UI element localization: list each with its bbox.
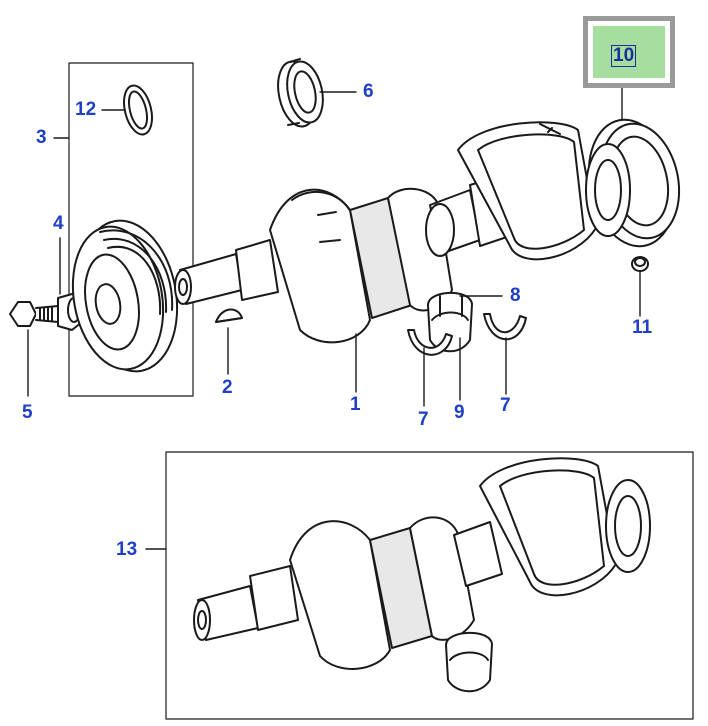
callout-13[interactable]: 13	[116, 539, 138, 560]
thrust-washer-part-right[interactable]	[483, 313, 527, 341]
callout-8[interactable]: 8	[510, 285, 521, 306]
pulley-group-frame	[68, 62, 194, 397]
callout-6[interactable]: 6	[363, 81, 374, 102]
callout-12[interactable]: 12	[75, 99, 97, 120]
crankshaft-kit-frame	[165, 451, 694, 720]
pulley-bolt-part[interactable]	[9, 301, 59, 327]
o-ring-part[interactable]	[119, 83, 156, 138]
callout-7-left[interactable]: 7	[418, 409, 429, 430]
callout-3[interactable]: 3	[36, 127, 47, 148]
callout-1[interactable]: 1	[350, 394, 361, 415]
selected-callout-highlight[interactable]: 10	[583, 16, 675, 88]
thrust-washer-part-left[interactable]	[407, 329, 453, 356]
selected-callout-fill	[593, 26, 665, 78]
callout-2[interactable]: 2	[222, 377, 233, 398]
callout-9[interactable]: 9	[454, 402, 465, 423]
front-seal-part[interactable]	[273, 58, 329, 130]
callout-5[interactable]: 5	[22, 402, 33, 423]
crankshaft-part[interactable]	[174, 121, 631, 344]
crankshaft-kit-part[interactable]	[193, 457, 651, 693]
damper-pulley-part[interactable]	[62, 213, 188, 379]
callout-4[interactable]: 4	[53, 213, 64, 234]
dowel-part[interactable]	[631, 256, 649, 272]
woodruff-key-part[interactable]	[215, 308, 243, 323]
callout-11[interactable]: 11	[632, 317, 653, 338]
callout-10[interactable]: 10	[611, 45, 637, 67]
leader-lines	[27, 69, 641, 550]
callout-7-right[interactable]: 7	[500, 395, 511, 416]
